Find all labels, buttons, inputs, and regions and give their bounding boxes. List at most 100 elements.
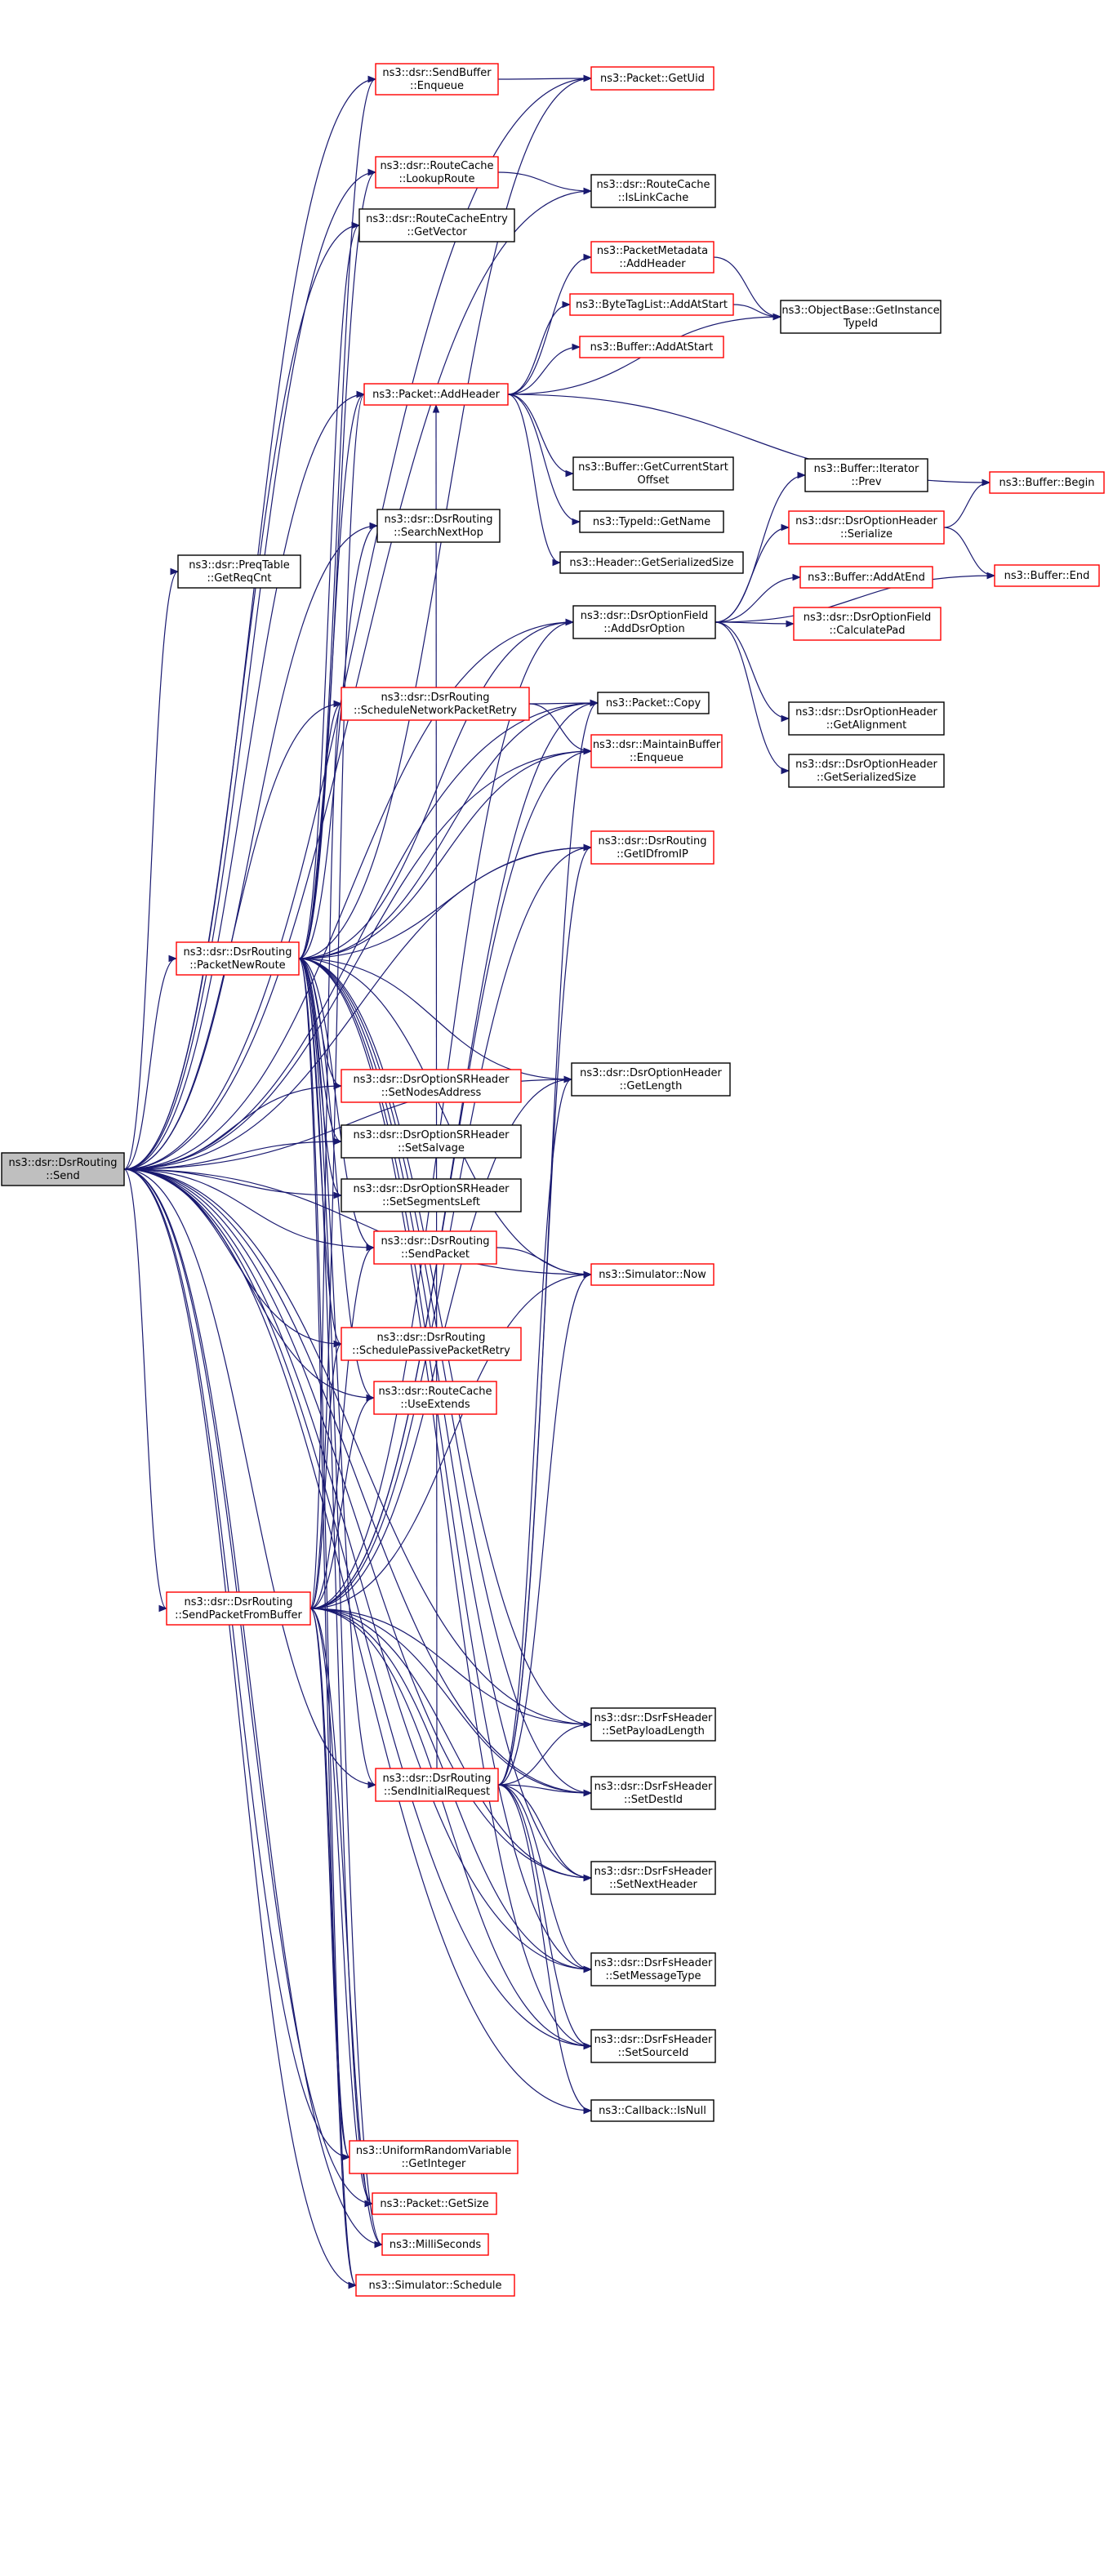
node-header_getserializedsize[interactable]: ns3::Header::GetSerializedSize [559,551,744,574]
node-routecache_lookuproute[interactable]: ns3::dsr::RouteCache::LookupRoute [375,156,499,189]
node-box[interactable] [376,509,501,543]
node-routecache_islinkcache[interactable]: ns3::dsr::RouteCache::IsLinkCache [590,174,716,208]
node-dsrrouting_schedulenetworkpacketretry[interactable]: ns3::dsr::DsrRouting::ScheduleNetworkPac… [341,687,530,721]
node-box[interactable] [590,734,723,768]
node-box[interactable] [590,1776,716,1810]
node-box[interactable] [793,607,942,641]
node-dsrfsheader_setsourceid[interactable]: ns3::dsr::DsrFsHeader::SetSourceId [590,2029,716,2063]
node-box[interactable] [355,2274,515,2297]
node-packet_getsize[interactable]: ns3::Packet::GetSize [372,2192,497,2215]
node-box[interactable] [341,1178,522,1212]
node-buffer_end[interactable]: ns3::Buffer::End [994,564,1100,587]
node-box[interactable] [989,471,1105,494]
node-box[interactable] [590,1861,716,1895]
node-packetmetadata_addheader[interactable]: ns3::PacketMetadata::AddHeader [590,241,715,274]
node-dsrrouting_sendpacket[interactable]: ns3::dsr::DsrRouting::SendPacket [373,1230,497,1265]
node-dsroptionsrheader_setsalvage[interactable]: ns3::dsr::DsrOptionSRHeader::SetSalvage [341,1124,522,1159]
node-box[interactable] [341,1327,522,1361]
node-dsrrouting_packetnewroute[interactable]: ns3::dsr::DsrRouting::PacketNewRoute [176,941,300,976]
node-box[interactable] [579,336,724,358]
node-dsroptionheader_getlength[interactable]: ns3::dsr::DsrOptionHeader::GetLength [571,1062,731,1097]
node-callback_isnull[interactable]: ns3::Callback::IsNull [590,2099,715,2122]
node-box[interactable] [373,1230,497,1265]
node-box[interactable] [590,66,715,91]
node-box[interactable] [375,63,499,96]
node-sendbuffer_enqueue[interactable]: ns3::dsr::SendBuffer::Enqueue [375,63,499,96]
node-box[interactable] [788,754,945,788]
node-milliseconds[interactable]: ns3::MilliSeconds [381,2233,489,2256]
node-bytetaglist_addatstart[interactable]: ns3::ByteTagList::AddAtStart [569,293,734,316]
node-box[interactable] [358,208,515,242]
node-dsrfsheader_setnextheader[interactable]: ns3::dsr::DsrFsHeader::SetNextHeader [590,1861,716,1895]
node-box[interactable] [590,1952,716,1987]
node-box[interactable] [799,566,933,589]
node-simulator_now[interactable]: ns3::Simulator::Now [590,1263,715,1286]
node-dsroptionheader_getserializedsize[interactable]: ns3::dsr::DsrOptionHeader::GetSerialized… [788,754,945,788]
node-send[interactable]: ns3::dsr::DsrRouting::Send [1,1152,125,1186]
node-box[interactable] [363,383,509,406]
node-box[interactable] [572,456,734,491]
node-dsrrouting_sendpacketfrombuffer[interactable]: ns3::dsr::DsrRouting::SendPacketFromBuff… [166,1591,311,1626]
node-box[interactable] [341,1069,522,1103]
node-box[interactable] [1,1152,125,1186]
node-box[interactable] [375,1768,499,1802]
node-simulator_schedule[interactable]: ns3::Simulator::Schedule [355,2274,515,2297]
node-box[interactable] [372,2192,497,2215]
node-box[interactable] [590,1263,715,1286]
node-box[interactable] [166,1591,311,1626]
node-box[interactable] [597,692,710,714]
node-box[interactable] [341,1124,522,1159]
node-typeid_getname[interactable]: ns3::TypeId::GetName [579,510,724,533]
node-box[interactable] [590,830,715,865]
node-box[interactable] [590,241,715,274]
node-buffer_iterator_prev[interactable]: ns3::Buffer::Iterator::Prev [804,458,928,492]
node-box[interactable] [590,2099,715,2122]
node-uniformrandomvariable_getinteger[interactable]: ns3::UniformRandomVariable::GetInteger [349,2140,519,2174]
node-routecache_useextends[interactable]: ns3::dsr::RouteCache::UseExtends [373,1381,497,1415]
node-buffer_begin[interactable]: ns3::Buffer::Begin [989,471,1105,494]
node-dsrrouting_searchnexthop[interactable]: ns3::dsr::DsrRouting::SearchNextHop [376,509,501,543]
node-box[interactable] [590,2029,716,2063]
node-box[interactable] [804,458,928,492]
node-box[interactable] [349,2140,519,2174]
node-packet_getuid[interactable]: ns3::Packet::GetUid [590,66,715,91]
node-packet_copy[interactable]: ns3::Packet::Copy [597,692,710,714]
node-buffer_addatend[interactable]: ns3::Buffer::AddAtEnd [799,566,933,589]
node-box[interactable] [176,941,300,976]
node-dsroptionsrheader_setsegmentsleft[interactable]: ns3::dsr::DsrOptionSRHeader::SetSegments… [341,1178,522,1212]
node-box[interactable] [572,605,716,639]
node-box[interactable] [373,1381,497,1415]
node-dsroptionfield_calculatepad[interactable]: ns3::dsr::DsrOptionField::CalculatePad [793,607,942,641]
node-dsrrouting_sendinitialrequest[interactable]: ns3::dsr::DsrRouting::SendInitialRequest [375,1768,499,1802]
node-dsrrouting_getidfromip[interactable]: ns3::dsr::DsrRouting::GetIDfromIP [590,830,715,865]
node-box[interactable] [341,687,530,721]
node-routecacheentry_getvector[interactable]: ns3::dsr::RouteCacheEntry::GetVector [358,208,515,242]
node-dsrrouting_schedulepassivepacketretry[interactable]: ns3::dsr::DsrRouting::SchedulePassivePac… [341,1327,522,1361]
node-dsroptionsrheader_setnodesaddress[interactable]: ns3::dsr::DsrOptionSRHeader::SetNodesAdd… [341,1069,522,1103]
node-box[interactable] [579,510,724,533]
node-packet_addheader[interactable]: ns3::Packet::AddHeader [363,383,509,406]
node-box[interactable] [994,564,1100,587]
node-box[interactable] [375,156,499,189]
node-box[interactable] [177,554,301,589]
node-dsroptionheader_getalignment[interactable]: ns3::dsr::DsrOptionHeader::GetAlignment [788,701,945,736]
node-dsrfsheader_setpayloadlength[interactable]: ns3::dsr::DsrFsHeader::SetPayloadLength [590,1707,716,1742]
node-box[interactable] [780,300,942,334]
node-box[interactable] [788,701,945,736]
node-box[interactable] [788,510,945,545]
node-dsroptionheader_serialize[interactable]: ns3::dsr::DsrOptionHeader::Serialize [788,510,945,545]
node-preqtable_getreqcnt[interactable]: ns3::dsr::PreqTable::GetReqCnt [177,554,301,589]
node-box[interactable] [590,174,716,208]
node-box[interactable] [559,551,744,574]
node-maintainbuffer_enqueue[interactable]: ns3::dsr::MaintainBuffer::Enqueue [590,734,723,768]
node-dsrfsheader_setmessagetype[interactable]: ns3::dsr::DsrFsHeader::SetMessageType [590,1952,716,1987]
node-box[interactable] [569,293,734,316]
node-dsroptionfield_adddsroption[interactable]: ns3::dsr::DsrOptionField::AddDsrOption [572,605,716,639]
node-buffer_addatstart[interactable]: ns3::Buffer::AddAtStart [579,336,724,358]
node-box[interactable] [381,2233,489,2256]
node-box[interactable] [571,1062,731,1097]
node-dsrfsheader_setdestid[interactable]: ns3::dsr::DsrFsHeader::SetDestId [590,1776,716,1810]
node-box[interactable] [590,1707,716,1742]
